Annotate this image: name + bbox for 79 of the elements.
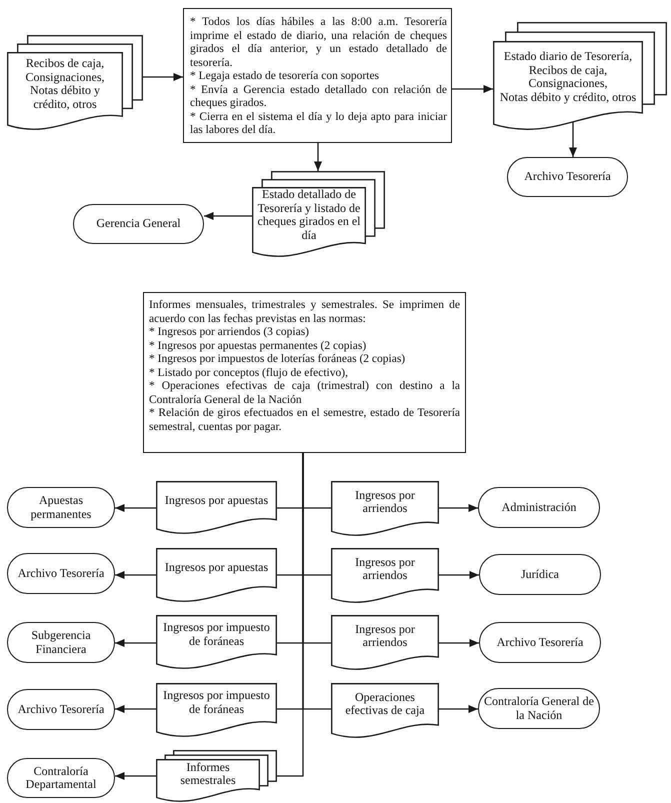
document-text: Consignaciones, [26, 70, 104, 84]
terminal-label: Apuestas permanentes [30, 494, 92, 521]
terminal-shape [479, 554, 601, 595]
document-text: Ingresos por impuesto de foráneas [162, 689, 271, 716]
process-text: * Todos los días hábiles a las 8:00 a.m. Tesorería imprime el estado de diario, una relación de cheques girados el día anterior, y un estado detallado de tesorería. [190, 16, 447, 70]
document-text: Ingresos por arriendos [354, 488, 416, 516]
document-text: Operaciones efectivas de caja [344, 690, 426, 718]
terminal-shape [7, 553, 115, 594]
arrow [115, 639, 156, 647]
terminal-shape [7, 689, 115, 730]
terminal-shape [478, 688, 600, 729]
document-text: Recibos de caja, [26, 57, 104, 71]
terminal-label: Archivo Tesorería [18, 566, 104, 580]
terminal-label: Gerencia General [96, 217, 181, 231]
terminal-label: Subgerencia Financiera [30, 629, 92, 656]
arrow [569, 121, 577, 157]
process-box [143, 292, 466, 453]
process-text: * Envía a Gerencia estado detallado con relación de cheques girados. [190, 84, 447, 110]
arrow [439, 571, 479, 579]
process-text: * Cierra en el sistema el día y lo deja apto para iniciar las labores del día. [190, 110, 447, 138]
document-shape [331, 548, 439, 603]
process-text: * Listado por conceptos (flujo de efectivo), [149, 366, 349, 380]
terminal-label: Archivo Tesorería [496, 636, 584, 650]
arrow [204, 212, 252, 220]
process-text: * Ingresos por impuestos de loterías foráneas (2 copias) [149, 353, 406, 366]
terminal-label: Contraloría General de la Nación [484, 695, 594, 722]
terminal-label: Contraloría Departamental [24, 764, 98, 792]
arrow [115, 571, 156, 579]
process-text: * Operaciones efectivas de caja (trimestral) con destino a la Contraloría General de la Nación [149, 380, 460, 407]
document-text: Estado diario de Tesorería, [504, 50, 632, 64]
document-shape [156, 683, 277, 737]
terminal-shape [478, 487, 600, 528]
process-text: * Legaja estado de tesorería con soportes [190, 70, 380, 84]
arrow [115, 772, 156, 780]
process-text: Informes mensuales, trimestrales y semestrales. Se imprimen de acuerdo con las fechas previstas en las normas: [149, 299, 460, 326]
terminal-label: Archivo Tesorería [18, 702, 104, 716]
document-text: Notas débito y crédito, otros [30, 84, 100, 112]
document-text: Ingresos por apuestas [164, 494, 268, 508]
arrow [143, 73, 183, 81]
document-text: Ingresos por impuesto de foráneas [162, 621, 271, 648]
process-text: * Ingresos por arriendos (3 copias) [149, 326, 310, 340]
terminal-label: Archivo Tesorería [524, 170, 611, 184]
multi-document-shape [493, 22, 667, 130]
arrow [452, 85, 493, 93]
document-text: Ingresos por apuestas [164, 561, 268, 575]
process-text: * Ingresos por apuestas permanentes (2 copias) [149, 340, 368, 353]
arrow [439, 639, 479, 647]
document-shape [156, 548, 277, 602]
arrow [439, 705, 478, 713]
multi-document-shape [7, 35, 143, 130]
multi-document-shape [156, 750, 277, 802]
arrow [115, 504, 156, 512]
process-text: * Relación de giros efectuados en el semestre, estado de Tesorería semestral, cuentas por pagar. [149, 407, 460, 434]
document-text: Notas débito y crédito, otros [500, 90, 636, 104]
arrow [115, 705, 156, 713]
process-box [183, 8, 452, 143]
document-text: Consignaciones, [528, 77, 608, 90]
arrow [314, 143, 322, 171]
terminal-shape [507, 157, 628, 197]
document-shape [156, 615, 277, 669]
document-shape [331, 615, 439, 670]
document-text: Ingresos por arriendos [354, 622, 416, 650]
document-text: Estado detallado de Tesorería y listado de cheques girados en el día [256, 188, 362, 242]
document-shape [331, 683, 439, 738]
terminal-shape [73, 204, 204, 244]
document-shape [331, 481, 439, 536]
document-text: Informes semestrales [179, 760, 237, 788]
terminal-label: Administración [502, 500, 576, 514]
arrow [439, 504, 478, 512]
document-text: Recibos de caja, [528, 64, 608, 77]
document-text: Ingresos por arriendos [354, 556, 416, 583]
connector-line [277, 453, 304, 777]
document-shape [156, 481, 277, 534]
terminal-label: Jurídica [521, 568, 559, 582]
terminal-shape [7, 622, 115, 663]
multi-document-shape [252, 171, 385, 257]
terminal-shape [7, 487, 115, 528]
terminal-shape [479, 622, 601, 663]
terminal-shape [7, 758, 115, 798]
